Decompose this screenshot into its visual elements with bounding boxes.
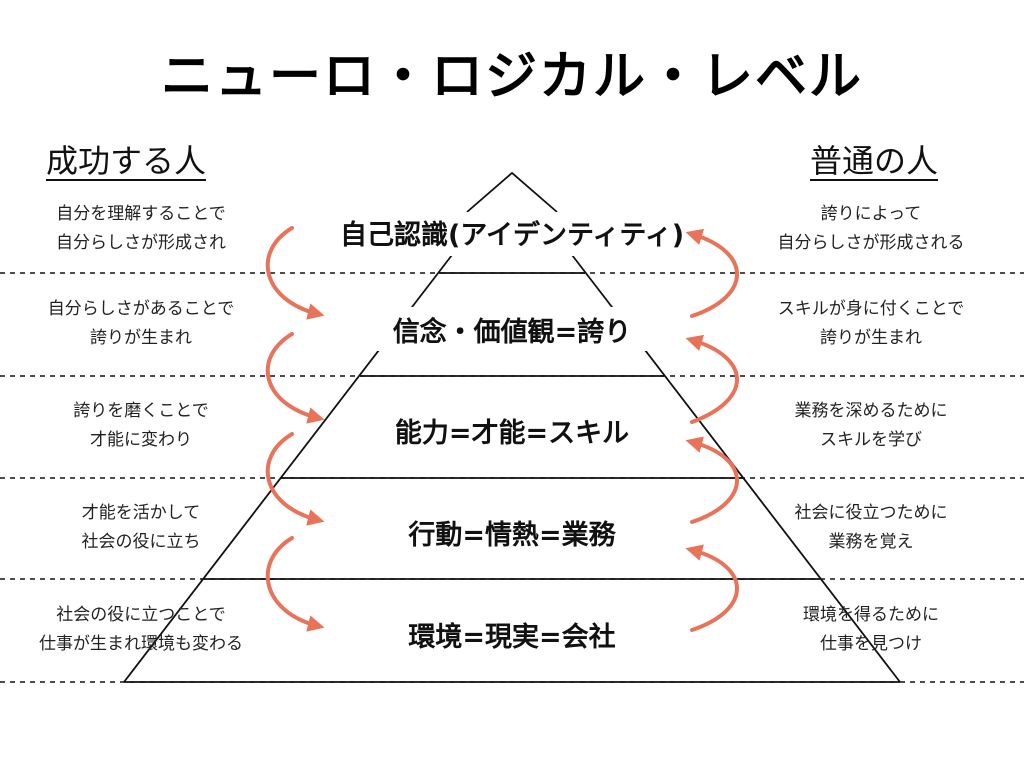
right-note-2-line2: 誇りが生まれ bbox=[820, 328, 922, 348]
left-note-1-line2: 自分らしさが形成され bbox=[56, 233, 226, 253]
right-note-2: スキルが身に付くことで 誇りが生まれ bbox=[736, 295, 1006, 353]
right-arrow-4 bbox=[685, 544, 739, 632]
left-note-1: 自分を理解することで 自分らしさが形成され bbox=[6, 200, 276, 258]
left-note-3: 誇りを磨くことで 才能に変わり bbox=[6, 397, 276, 455]
page-title: ニューロ・ロジカル・レベル bbox=[160, 47, 863, 107]
right-note-2-line1: スキルが身に付くことで bbox=[777, 299, 965, 319]
right-note-5-line2: 仕事を見つけ bbox=[820, 634, 922, 654]
left-note-3-line2: 才能に変わり bbox=[90, 430, 192, 450]
right-note-3-line1: 業務を深めるために bbox=[794, 401, 948, 421]
level-label-capabilities: 能力=才能=スキル bbox=[394, 418, 630, 449]
left-note-3-line1: 誇りを磨くことで bbox=[73, 401, 209, 421]
right-note-3-line2: スキルを学び bbox=[820, 430, 922, 450]
level-label-beliefs: 信念・価値観=誇り bbox=[392, 317, 632, 348]
left-note-4-line1: 才能を活かして bbox=[81, 503, 201, 523]
right-note-4: 社会に役立つために 業務を覚え bbox=[736, 499, 1006, 557]
level-label-identity: 自己認識(アイデンティティ) bbox=[339, 220, 685, 251]
left-note-5: 社会の役に立つことで 仕事が生まれ環境も変わる bbox=[6, 601, 276, 659]
right-note-1-line2: 自分らしさが形成される bbox=[777, 233, 965, 253]
knockout-1 bbox=[338, 212, 686, 256]
right-heading: 普通の人 bbox=[809, 142, 938, 180]
right-note-4-line1: 社会に役立つために bbox=[794, 503, 948, 523]
left-arrow-4 bbox=[265, 536, 325, 632]
left-arrow-3 bbox=[265, 432, 325, 526]
left-note-2-line1: 自分らしさがあることで bbox=[47, 299, 235, 319]
left-heading: 成功する人 bbox=[46, 142, 207, 180]
right-arrow-1 bbox=[685, 228, 739, 318]
label-knockouts bbox=[338, 212, 686, 351]
right-arrow-3 bbox=[685, 436, 739, 524]
left-arrow-1 bbox=[265, 226, 325, 320]
right-arrow-2 bbox=[685, 334, 739, 424]
left-note-4-line2: 社会の役に立ち bbox=[81, 532, 201, 552]
knockout-2 bbox=[362, 307, 662, 351]
left-note-5-line1: 社会の役に立つことで bbox=[56, 605, 226, 625]
right-note-1-line1: 誇りによって bbox=[820, 204, 922, 224]
left-arrow-2 bbox=[265, 332, 325, 424]
level-label-behavior: 行動=情熱=業務 bbox=[408, 520, 616, 551]
right-note-1: 誇りによって 自分らしさが形成される bbox=[736, 200, 1006, 258]
left-arrows bbox=[265, 226, 325, 632]
left-note-2: 自分らしさがあることで 誇りが生まれ bbox=[6, 295, 276, 353]
left-note-4: 才能を活かして 社会の役に立ち bbox=[6, 499, 276, 557]
right-arrows bbox=[685, 228, 739, 632]
right-note-4-line2: 業務を覚え bbox=[828, 532, 914, 552]
pyramid-apex bbox=[466, 171, 558, 213]
left-note-5-line2: 仕事が生まれ環境も変わる bbox=[39, 634, 243, 654]
left-note-1-line1: 自分を理解することで bbox=[56, 204, 226, 224]
left-note-2-line2: 誇りが生まれ bbox=[90, 328, 192, 348]
right-note-5: 環境を得るために 仕事を見つけ bbox=[736, 601, 1006, 659]
right-note-5-line1: 環境を得るために bbox=[803, 605, 939, 625]
level-label-environment: 環境=現実=会社 bbox=[408, 622, 616, 653]
right-note-3: 業務を深めるために スキルを学び bbox=[736, 397, 1006, 455]
